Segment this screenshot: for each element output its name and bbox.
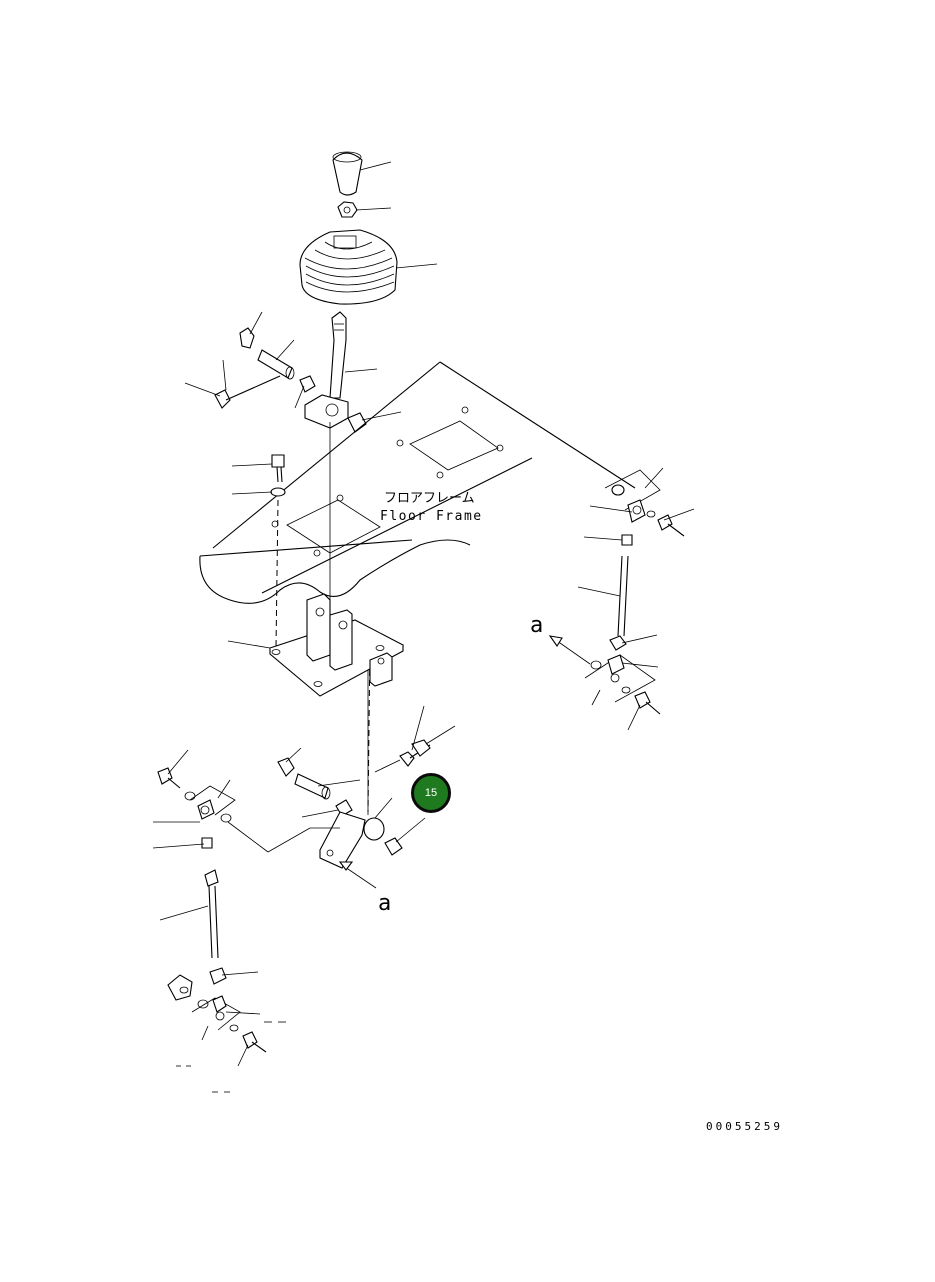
control-lever — [304, 311, 378, 429]
floor-frame-label-en: Floor Frame — [380, 509, 483, 524]
view-a-label-upper: a — [530, 613, 543, 638]
lower-lever-linkage — [277, 705, 456, 889]
floor-frame — [199, 361, 636, 604]
view-a-label-lower: a — [378, 891, 391, 916]
left-lower-linkage — [152, 749, 340, 1093]
bracket-bolt — [231, 454, 286, 497]
rubber-boot — [299, 229, 438, 305]
floor-frame-label-jp: フロアフレーム — [384, 491, 475, 506]
part-callout-badge[interactable]: 15 — [411, 773, 451, 813]
lever-bracket — [227, 593, 405, 697]
lever-knob — [332, 151, 392, 196]
knob-nut — [337, 201, 392, 218]
right-upper-linkage — [548, 467, 695, 731]
upper-pin-group — [184, 311, 402, 433]
centre-lines — [275, 422, 371, 815]
drawing-number: 00055259 — [706, 1120, 783, 1133]
